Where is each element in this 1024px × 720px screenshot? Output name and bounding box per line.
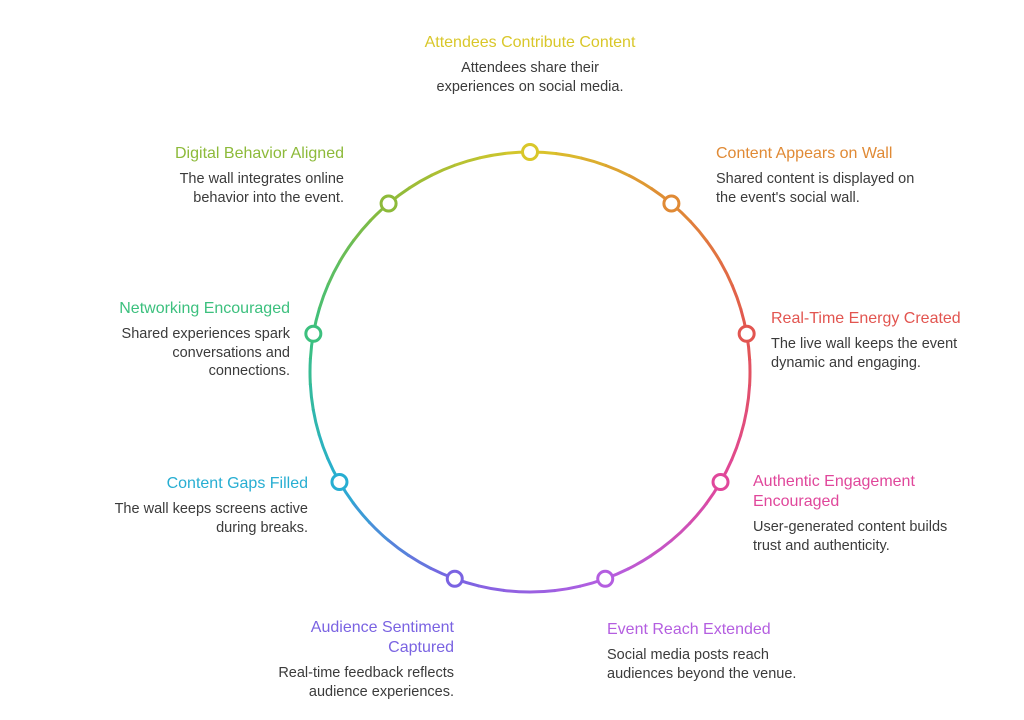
step-attendees-contribute: Attendees Contribute Content Attendees s…: [405, 33, 655, 96]
cycle-arc-segment: [688, 502, 708, 525]
cycle-arc-segment: [719, 261, 734, 287]
cycle-node: [521, 143, 539, 161]
cycle-arc-segment: [308, 383, 315, 411]
cycle-arc-segment: [555, 152, 583, 160]
step-digital-behavior: Digital Behavior Aligned The wall integr…: [104, 144, 344, 207]
cycle-node: [330, 473, 349, 491]
cycle-arc-segment: [730, 284, 743, 311]
cycle-arc-segment: [351, 501, 372, 524]
step-audience-sentiment: Audience Sentiment Captured Real-time fe…: [244, 618, 454, 701]
cycle-arc-segment: [430, 163, 457, 177]
step-description: User-generated content builds trust and …: [753, 519, 948, 554]
step-description: Shared experiences spark conversations a…: [121, 326, 290, 379]
step-real-time-energy: Real-Time Energy Created The live wall k…: [771, 309, 1011, 372]
cycle-arc-segment: [627, 554, 652, 571]
step-title: Authentic Engagement Encouraged: [753, 473, 915, 510]
cycle-arc-segment: [554, 584, 582, 593]
step-description: The wall integrates online behavior into…: [179, 171, 344, 206]
cycle-arc-segment: [408, 173, 433, 190]
step-description: Real-time feedback reflects audience exp…: [278, 665, 454, 700]
cycle-node: [737, 324, 756, 343]
cycle-arc-segment: [338, 238, 356, 263]
cycle-arc-segment: [604, 163, 631, 178]
step-title: Digital Behavior Aligned: [175, 145, 344, 162]
cycle-node: [445, 569, 464, 588]
step-title: Content Appears on Wall: [716, 145, 893, 162]
cycle-arc-segment: [352, 219, 372, 242]
step-title: Real-Time Energy Created: [771, 310, 961, 327]
cycle-arc-segment: [528, 589, 556, 594]
step-event-reach: Event Reach Extended Social media posts …: [607, 620, 847, 683]
step-networking: Networking Encouraged Shared experiences…: [60, 299, 290, 381]
step-content-appears: Content Appears on Wall Shared content i…: [716, 144, 956, 207]
cycle-arc-segment: [407, 553, 432, 570]
cycle-arc-segment: [580, 156, 607, 168]
cycle-node: [596, 569, 615, 588]
cycle-node: [711, 473, 730, 491]
step-title: Event Reach Extended: [607, 621, 771, 638]
cycle-arc-segment: [649, 539, 673, 558]
cycle-arc-segment: [744, 384, 752, 412]
cycle-node: [304, 324, 323, 343]
step-title: Content Gaps Filled: [166, 475, 308, 492]
step-content-gaps: Content Gaps Filled The wall keeps scree…: [70, 474, 308, 537]
cycle-arc-segment: [688, 220, 709, 243]
cycle-arc-segment: [317, 433, 330, 460]
step-description: Attendees share their experiences on soc…: [436, 60, 624, 95]
cycle-arc-segment: [705, 239, 723, 264]
cycle-arc-segment: [386, 538, 410, 558]
step-title: Audience Sentiment Captured: [310, 619, 454, 656]
cycle-arc-segment: [669, 521, 692, 543]
step-description: Shared content is displayed on the event…: [716, 171, 915, 206]
cycle-node: [379, 194, 398, 213]
step-description: Social media posts reach audiences beyon…: [607, 647, 797, 682]
cycle-arc-segment: [477, 584, 505, 592]
step-description: The live wall keeps the event dynamic an…: [771, 336, 958, 371]
cycle-arc-segment: [317, 283, 330, 310]
step-title: Attendees Contribute Content: [424, 34, 636, 51]
cycle-arc-segment: [368, 521, 390, 542]
step-description: The wall keeps screens active during bre…: [114, 501, 308, 536]
cycle-arc-segment: [311, 408, 321, 436]
step-authentic-engagement: Authentic Engagement Encouraged User-gen…: [753, 472, 993, 555]
cycle-arc-segment: [738, 409, 749, 437]
step-title: Networking Encouraged: [119, 300, 290, 317]
cycle-arc-segment: [628, 174, 653, 191]
cycle-arc-segment: [326, 260, 342, 286]
cycle-arc-segment: [730, 434, 743, 461]
cycle-arc-segment: [503, 588, 531, 594]
cycle-node: [662, 194, 681, 213]
cycle-arc-segment: [478, 151, 506, 160]
cycle-arc-segment: [454, 156, 481, 167]
